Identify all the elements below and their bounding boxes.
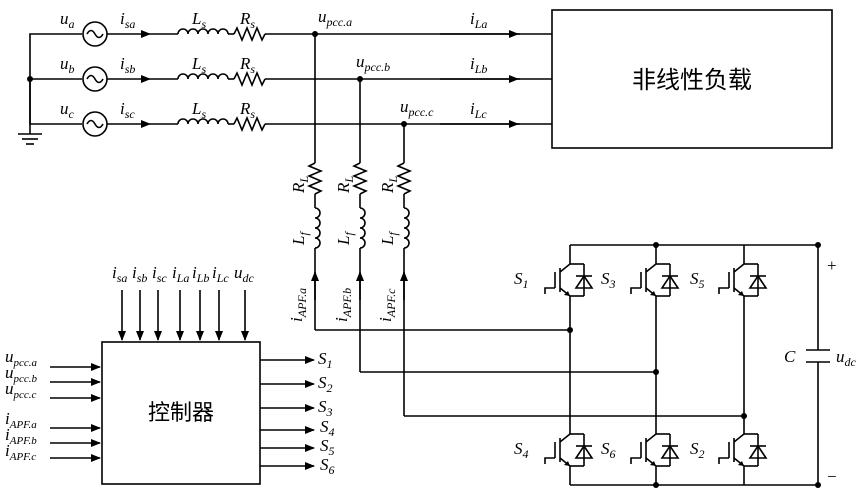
switch-s5	[719, 258, 766, 302]
controller-output-arrows	[260, 360, 314, 466]
label-ctrl-out-s6: S6	[320, 455, 335, 477]
label-ctrl-in-ilc: iLc	[212, 263, 229, 285]
label-isc: isc	[120, 99, 135, 121]
label-ctrl-in-isc: isc	[152, 263, 167, 285]
label-plus: +	[827, 256, 837, 275]
label-sw-s3: S3	[601, 269, 616, 291]
neutral-node	[27, 76, 33, 82]
label-upcc-c: upcc.c	[400, 97, 434, 119]
label-ls-c: Ls	[191, 99, 206, 121]
label-ila: iLa	[470, 9, 487, 31]
label-lf-c: Lf	[378, 231, 400, 246]
label-rl-a: RL	[289, 176, 311, 194]
label-rs-c: Rs	[239, 99, 255, 121]
switch-s6	[631, 428, 678, 472]
switch-s3	[631, 258, 678, 302]
label-sw-s1: S1	[514, 269, 529, 291]
label-udc: udc	[836, 347, 857, 369]
label-ls-b: Ls	[191, 54, 206, 76]
label-upcc-b: upcc.b	[356, 52, 390, 74]
nonlinear-load-label: 非线性负载	[632, 66, 752, 94]
label-isa: isa	[120, 9, 135, 31]
label-lf-b: Lf	[334, 231, 356, 246]
switch-s1	[545, 258, 592, 302]
label-uc: uc	[60, 99, 75, 121]
label-ctrl-in-ilb: iLb	[192, 263, 209, 285]
label-rs-b: Rs	[239, 54, 255, 76]
label-isb: isb	[120, 54, 135, 76]
label-rs-a: Rs	[239, 9, 255, 31]
label-minus: −	[827, 467, 837, 486]
label-iapf-a: iAPF.a	[287, 288, 309, 322]
ground-symbol	[18, 34, 48, 144]
label-ctrl-in-ila: iLa	[172, 263, 189, 285]
label-ctrl-in-isa: isa	[112, 263, 127, 285]
label-upcc-a: upcc.a	[318, 7, 352, 29]
label-sw-s5: S5	[690, 269, 705, 291]
label-iapf-b: iAPF.b	[332, 288, 354, 322]
controller-label: 控制器	[148, 401, 214, 426]
controller-top-arrows	[122, 290, 245, 340]
dc-capacitor	[806, 350, 830, 362]
switch-s2	[719, 428, 766, 472]
label-ctrl-out-s3: S3	[318, 397, 333, 419]
label-sw-s2: S2	[690, 439, 705, 461]
label-ls-a: Ls	[191, 9, 206, 31]
label-ctrl-in-iapf-a: iAPF.a	[5, 409, 37, 431]
label-ctrl-out-s2: S2	[318, 373, 333, 395]
label-iapf-c: iAPF.c	[376, 288, 398, 322]
label-lf-a: Lf	[289, 231, 311, 246]
label-ilc: iLc	[470, 99, 487, 121]
label-ub: ub	[60, 54, 75, 76]
leg-a-midpoint	[567, 327, 573, 333]
label-rl-c: RL	[378, 176, 400, 194]
switch-s4	[545, 428, 592, 472]
label-ilb: iLb	[470, 54, 487, 76]
leg-c-midpoint	[741, 413, 747, 419]
leg-b-midpoint	[653, 369, 659, 375]
controller-left-arrows	[50, 367, 100, 458]
label-ctrl-out-s1: S1	[318, 349, 333, 371]
label-ua: ua	[60, 9, 75, 31]
label-ctrl-in-isb: isb	[132, 263, 147, 285]
label-rl-b: RL	[334, 176, 356, 194]
label-capacitor: C	[784, 347, 796, 366]
label-sw-s4: S4	[514, 439, 529, 461]
label-sw-s6: S6	[601, 439, 616, 461]
label-ctrl-in-udc: udc	[234, 263, 255, 285]
apf-branch-b	[354, 79, 656, 372]
